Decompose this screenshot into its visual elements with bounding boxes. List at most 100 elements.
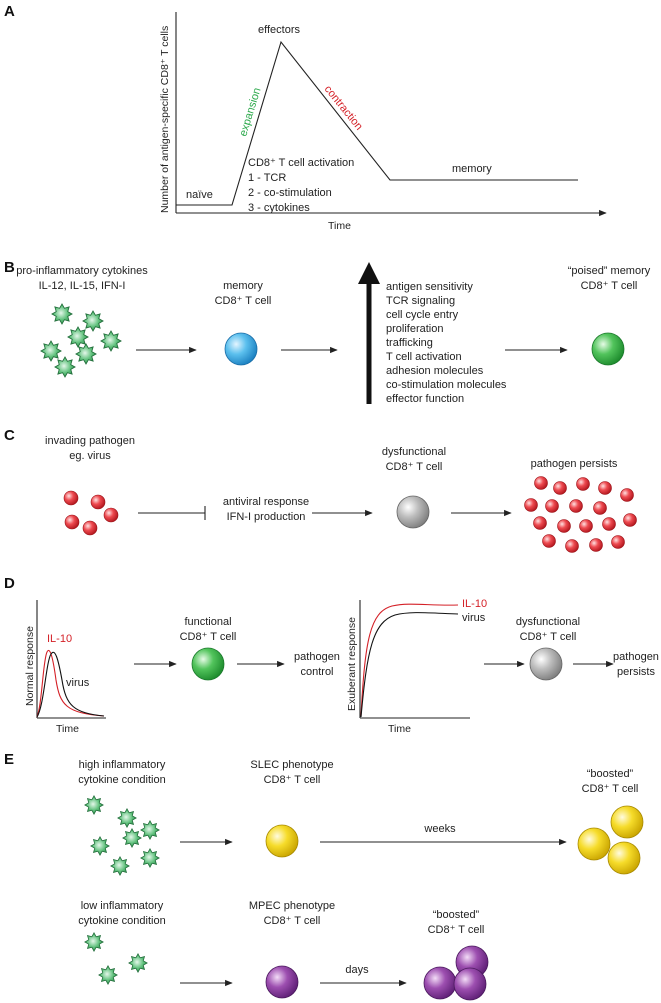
mpec-cell-icon [453,967,487,1001]
cytokine-star-icon [54,356,76,378]
pathogen-icon [103,507,119,523]
pathogen-icon [533,516,547,530]
slec-sublabel: CD8⁺ T cell [264,774,321,786]
panel-b: B pro-inflammatory cytokines IL-12, IL-1… [4,259,651,405]
pathogen-icon [579,519,593,533]
pathogen-cluster [63,490,119,536]
il10-curve [36,650,105,718]
panel-a: A Number of antigen-specific CD8⁺ T cell… [4,3,607,232]
list-item: adhesion molecules [386,365,484,377]
cytokine-star-icon [98,965,118,985]
pathogen-icon [534,476,548,490]
low-inflammatory-label: low inflammatory [81,900,164,912]
list-item: TCR signaling [386,295,455,307]
slec-label: SLEC phenotype [250,759,333,771]
panel-e: E high inflammatory cytokine condition S… [4,751,644,1001]
mpec-cell-icon [265,965,299,999]
control-label: control [300,666,333,678]
pathogen-icon [542,534,556,548]
low-condition-label: cytokine condition [78,915,165,927]
pathogen-icon [569,499,583,513]
high-condition-label: cytokine condition [78,774,165,786]
normal-response-ylabel: Normal response [24,626,36,706]
normal-virus-label: virus [66,677,90,689]
boosted-label: “boosted” [587,768,634,780]
up-arrow-icon [358,262,380,404]
pathogen-label: invading pathogen [45,435,135,447]
dysfunctional-label: dysfunctional [382,446,446,458]
cytokine-star-icon [67,326,89,348]
boosted-sublabel: CD8⁺ T cell [582,783,639,795]
panel-b-letter: B [4,259,15,276]
dysfunctional-sublabel: CD8⁺ T cell [520,631,577,643]
pathogen-example: eg. virus [69,450,111,462]
pathogen-icon [64,514,80,530]
list-item: T cell activation [386,351,462,363]
contraction-label: contraction [322,83,365,132]
persists-label: persists [617,666,655,678]
exuberant-il10-label: IL-10 [462,598,487,610]
boosted-label: “boosted” [433,909,480,921]
mpec-sublabel: CD8⁺ T cell [264,915,321,927]
virus-curve [360,612,459,718]
pathogen-icon [82,520,98,536]
boosted-sublabel: CD8⁺ T cell [428,924,485,936]
functional-label: functional [184,616,231,628]
panel-e-letter: E [4,751,14,768]
activation-title: CD8⁺ T cell activation [248,157,354,169]
slec-cell-icon [607,841,641,875]
pathogen-label: pathogen [294,651,340,663]
ifn-production-label: IFN-I production [227,511,306,523]
list-item: trafficking [386,337,433,349]
virus-curve [36,651,105,718]
antiviral-response-label: antiviral response [223,496,309,508]
list-item: effector function [386,393,464,405]
dysfunctional-cell-icon [396,495,430,529]
pathogen-icon [620,488,634,502]
cytokine-star-icon [128,953,148,973]
dysfunctional-label: dysfunctional [516,616,580,628]
pathogen-icon [602,517,616,531]
cytokine-star-icon [100,330,122,352]
exuberant-time-label: Time [388,723,411,735]
list-item: proliferation [386,323,443,335]
cytokines-names: IL-12, IL-15, IFN-I [39,280,126,292]
dysfunctional-cell-icon [529,647,563,681]
pathogen-icon [593,501,607,515]
dysfunctional-sublabel: CD8⁺ T cell [386,461,443,473]
pathogen-label: pathogen [613,651,659,663]
pathogen-icon [589,538,603,552]
activation-list: CD8⁺ T cell activation 1 - TCR 2 - co-st… [248,157,354,214]
pathogen-icon [90,494,106,510]
boosted-mpec-cells [423,945,489,1001]
slec-cell-icon [577,827,611,861]
list-item: cell cycle entry [386,309,459,321]
poised-memory-sublabel: CD8⁺ T cell [581,280,638,292]
pathogen-icon [524,498,538,512]
activation-item: 1 - TCR [248,172,286,184]
effectors-label: effectors [258,24,300,36]
enhanced-functions-list: antigen sensitivity TCR signaling cell c… [386,281,507,405]
pathogen-icon [565,539,579,553]
cytokine-cluster [40,303,122,378]
cytokine-cluster [84,795,160,876]
x-axis-label: Time [328,220,351,232]
cytokine-star-icon [75,343,97,365]
cytokines-label: pro-inflammatory cytokines [16,265,148,277]
pathogen-icon [611,535,625,549]
panel-a-letter: A [4,3,15,20]
weeks-label: weeks [423,823,456,835]
memory-cell-label: memory [223,280,263,292]
mpec-cell-icon [423,966,457,1000]
cytokine-star-icon [110,856,130,876]
persisting-pathogen-cluster [524,476,637,553]
cytokine-star-icon [51,303,73,325]
cytokine-star-icon [40,340,62,362]
pathogen-icon [623,513,637,527]
functional-cell-icon [191,647,225,681]
cytokine-star-icon [84,932,104,952]
memory-cell-sublabel: CD8⁺ T cell [215,295,272,307]
pathogen-icon [576,477,590,491]
cytokine-star-icon [82,310,104,332]
